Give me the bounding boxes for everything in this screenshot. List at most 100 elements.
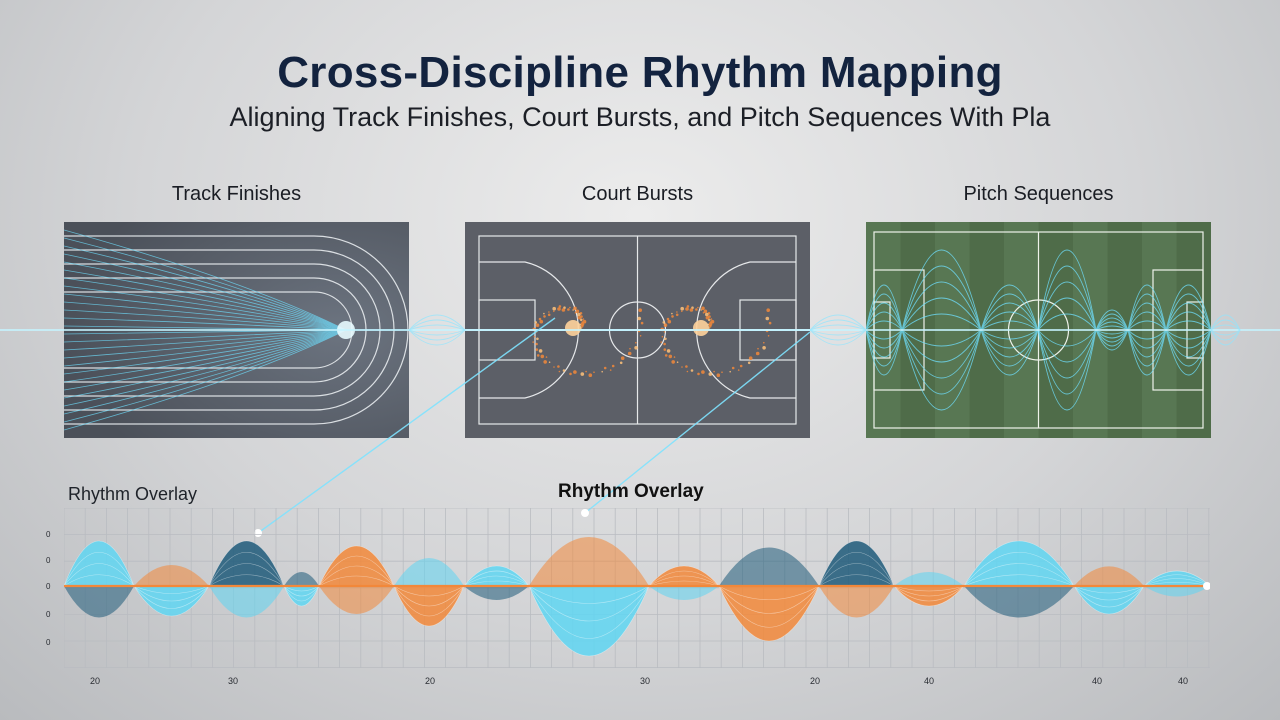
rhythm-lobe bbox=[819, 541, 894, 586]
rhythm-lobe-mirror bbox=[64, 586, 134, 618]
rhythm-contour bbox=[318, 555, 395, 587]
rhythm-contour bbox=[133, 585, 210, 617]
rhythm-contour bbox=[393, 585, 465, 597]
court-spark bbox=[548, 311, 550, 313]
rhythm-lobe bbox=[319, 546, 394, 586]
court-spark bbox=[663, 348, 667, 351]
rhythm-contour bbox=[528, 585, 650, 657]
court-spark bbox=[666, 349, 671, 353]
court-spark bbox=[708, 327, 711, 329]
pitch-stripe bbox=[1107, 222, 1142, 438]
rhythm-lobe-mirror bbox=[394, 558, 464, 586]
court-spark bbox=[552, 306, 556, 311]
rhythm-contour bbox=[463, 580, 530, 587]
rhythm-contour bbox=[463, 565, 530, 587]
rhythm-waves bbox=[64, 537, 1210, 657]
court-spark bbox=[547, 313, 551, 317]
court-spark bbox=[558, 305, 562, 308]
track-finishes-panel bbox=[64, 222, 409, 438]
court-spark bbox=[701, 306, 705, 311]
court-spark bbox=[710, 318, 713, 320]
pitch-stripe bbox=[1004, 222, 1039, 438]
rhythm-contour bbox=[393, 585, 465, 627]
rhythm-contour bbox=[208, 551, 285, 587]
pitch-wave bbox=[1165, 302, 1211, 358]
court-spark bbox=[680, 306, 684, 311]
court-spark bbox=[667, 319, 672, 324]
page-title: Cross-Discipline Rhythm Mapping bbox=[277, 48, 1003, 97]
court-spark bbox=[695, 308, 698, 311]
court-spark bbox=[573, 370, 577, 374]
court-spark bbox=[629, 347, 631, 350]
court-spark bbox=[561, 308, 566, 312]
court-spark bbox=[765, 316, 770, 321]
court-spark bbox=[575, 309, 580, 314]
rhythm-lobe-mirror bbox=[209, 586, 284, 618]
court-spark bbox=[539, 319, 544, 324]
court-spark bbox=[557, 307, 561, 311]
court-spark bbox=[535, 348, 539, 351]
rhythm-lobe-mirror bbox=[464, 586, 529, 600]
court-spark bbox=[708, 372, 713, 376]
rhythm-contour bbox=[718, 585, 820, 600]
rhythm-contour bbox=[818, 540, 895, 587]
rhythm-contour bbox=[208, 563, 285, 587]
x-tick-label: 30 bbox=[640, 676, 651, 686]
y-tick-label: 0 bbox=[46, 530, 51, 539]
rhythm-lobe-mirror bbox=[964, 586, 1074, 618]
pitch-panel-label: Pitch Sequences bbox=[963, 183, 1114, 205]
court-spark bbox=[553, 310, 555, 313]
rhythm-contour bbox=[818, 574, 895, 587]
rhythm-contour bbox=[528, 585, 650, 622]
pitch-stripe bbox=[1176, 222, 1211, 438]
rhythm-lobe-mirror bbox=[134, 565, 209, 586]
court-spark bbox=[685, 307, 689, 311]
court-spark bbox=[676, 311, 678, 313]
court-spark bbox=[577, 315, 582, 320]
court-spark bbox=[638, 308, 642, 312]
x-tick-label: 20 bbox=[90, 676, 101, 686]
court-spark bbox=[700, 309, 702, 311]
court-spark bbox=[569, 306, 571, 309]
rhythm-lobe-mirror bbox=[894, 572, 964, 586]
rhythm-contour bbox=[208, 540, 285, 587]
court-spark bbox=[690, 369, 694, 372]
court-spark bbox=[666, 317, 670, 321]
rhythm-lobe-mirror bbox=[819, 586, 894, 618]
gap-wave bbox=[408, 324, 467, 336]
gap-wave bbox=[809, 314, 867, 346]
court-spark bbox=[662, 321, 666, 324]
gap-wave bbox=[408, 319, 466, 341]
rhythm-lobe bbox=[964, 541, 1074, 586]
track-illustration bbox=[64, 222, 409, 438]
court-spark bbox=[543, 312, 545, 315]
page-subtitle: Aligning Track Finishes, Court Bursts, a… bbox=[229, 102, 1051, 132]
court-spark bbox=[569, 372, 572, 376]
rhythm-contour bbox=[283, 585, 320, 592]
rhythm-contour bbox=[283, 585, 320, 607]
pitch-wave bbox=[1165, 320, 1211, 340]
court-spark bbox=[686, 370, 689, 373]
court-spark bbox=[567, 308, 570, 311]
rhythm-contour bbox=[963, 574, 1075, 587]
rhythm-contour bbox=[963, 540, 1075, 587]
x-tick-label: 30 bbox=[228, 676, 239, 686]
gap-wave bbox=[408, 314, 466, 346]
y-tick-label: 0 bbox=[46, 610, 51, 619]
court-spark bbox=[545, 356, 548, 358]
court-spark bbox=[705, 312, 709, 317]
court-spark bbox=[697, 372, 700, 376]
court-spark bbox=[664, 337, 667, 341]
court-spark bbox=[663, 323, 668, 327]
rhythm-contour bbox=[1073, 585, 1145, 594]
court-spark bbox=[579, 318, 583, 322]
rhythm-lobe bbox=[649, 566, 719, 586]
rhythm-lobe-mirror bbox=[1074, 566, 1144, 586]
rhythm-contour bbox=[818, 563, 895, 587]
rhythm-contour bbox=[963, 563, 1075, 587]
pitch-wave bbox=[1165, 284, 1211, 376]
gap-wave bbox=[809, 319, 867, 341]
rhythm-lobe bbox=[64, 541, 134, 586]
rhythm-contour bbox=[318, 575, 395, 587]
court-spark bbox=[668, 354, 673, 359]
